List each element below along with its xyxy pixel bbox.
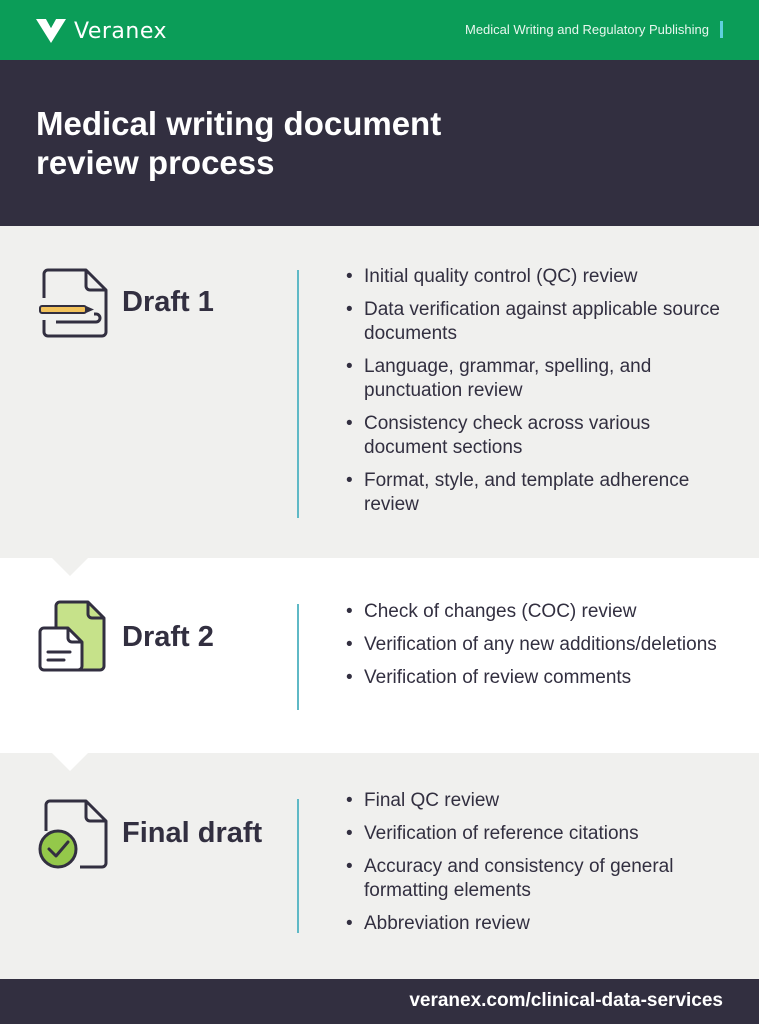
stage-items-list: Check of changes (COC) review Verificati…: [346, 600, 726, 699]
page-title: Medical writing document review process: [36, 105, 442, 181]
veranex-logo-icon: [36, 19, 66, 43]
list-item: Format, style, and template adherence re…: [346, 469, 726, 517]
section-notch: [52, 558, 88, 576]
list-item: Verification of any new additions/deleti…: [346, 633, 726, 657]
section-notch: [52, 753, 88, 771]
stage-divider: [297, 799, 299, 933]
brand-logo[interactable]: Veranex: [36, 18, 167, 44]
list-item: Accuracy and consistency of general form…: [346, 855, 726, 903]
stage-label: Draft 2: [122, 621, 214, 653]
list-item: Data verification against applicable sou…: [346, 298, 726, 346]
stage-draft-1: Draft 1 Initial quality control (QC) rev…: [0, 226, 759, 558]
list-item: Abbreviation review: [346, 912, 726, 936]
footer-bar: veranex.com/clinical-data-services: [0, 979, 759, 1024]
stage-items-list: Initial quality control (QC) review Data…: [346, 265, 726, 526]
footer-url-link[interactable]: veranex.com/clinical-data-services: [409, 990, 723, 1011]
stage-divider: [297, 270, 299, 518]
stacked-documents-icon: [38, 600, 106, 672]
hero-banner: Medical writing document review process: [0, 60, 759, 226]
stage-items-list: Final QC review Verification of referenc…: [346, 789, 726, 945]
list-item: Verification of review comments: [346, 666, 726, 690]
list-item: Consistency check across various documen…: [346, 412, 726, 460]
document-check-icon: [38, 799, 108, 869]
list-item: Initial quality control (QC) review: [346, 265, 726, 289]
stage-label: Final draft: [122, 817, 263, 849]
header-tagline: Medical Writing and Regulatory Publishin…: [465, 22, 709, 37]
document-pencil-icon: [39, 268, 108, 338]
stage-divider: [297, 604, 299, 710]
stage-label: Draft 1: [122, 286, 214, 318]
stage-draft-2: Draft 2 Check of changes (COC) review Ve…: [0, 558, 759, 753]
stage-final-draft: Final draft Final QC review Verification…: [0, 753, 759, 979]
tagline-accent-bar: [720, 21, 723, 38]
list-item: Check of changes (COC) review: [346, 600, 726, 624]
brand-name: Veranex: [74, 18, 168, 44]
top-bar: Veranex Medical Writing and Regulatory P…: [0, 0, 759, 60]
list-item: Verification of reference citations: [346, 822, 726, 846]
list-item: Final QC review: [346, 789, 726, 813]
list-item: Language, grammar, spelling, and punctua…: [346, 355, 726, 403]
